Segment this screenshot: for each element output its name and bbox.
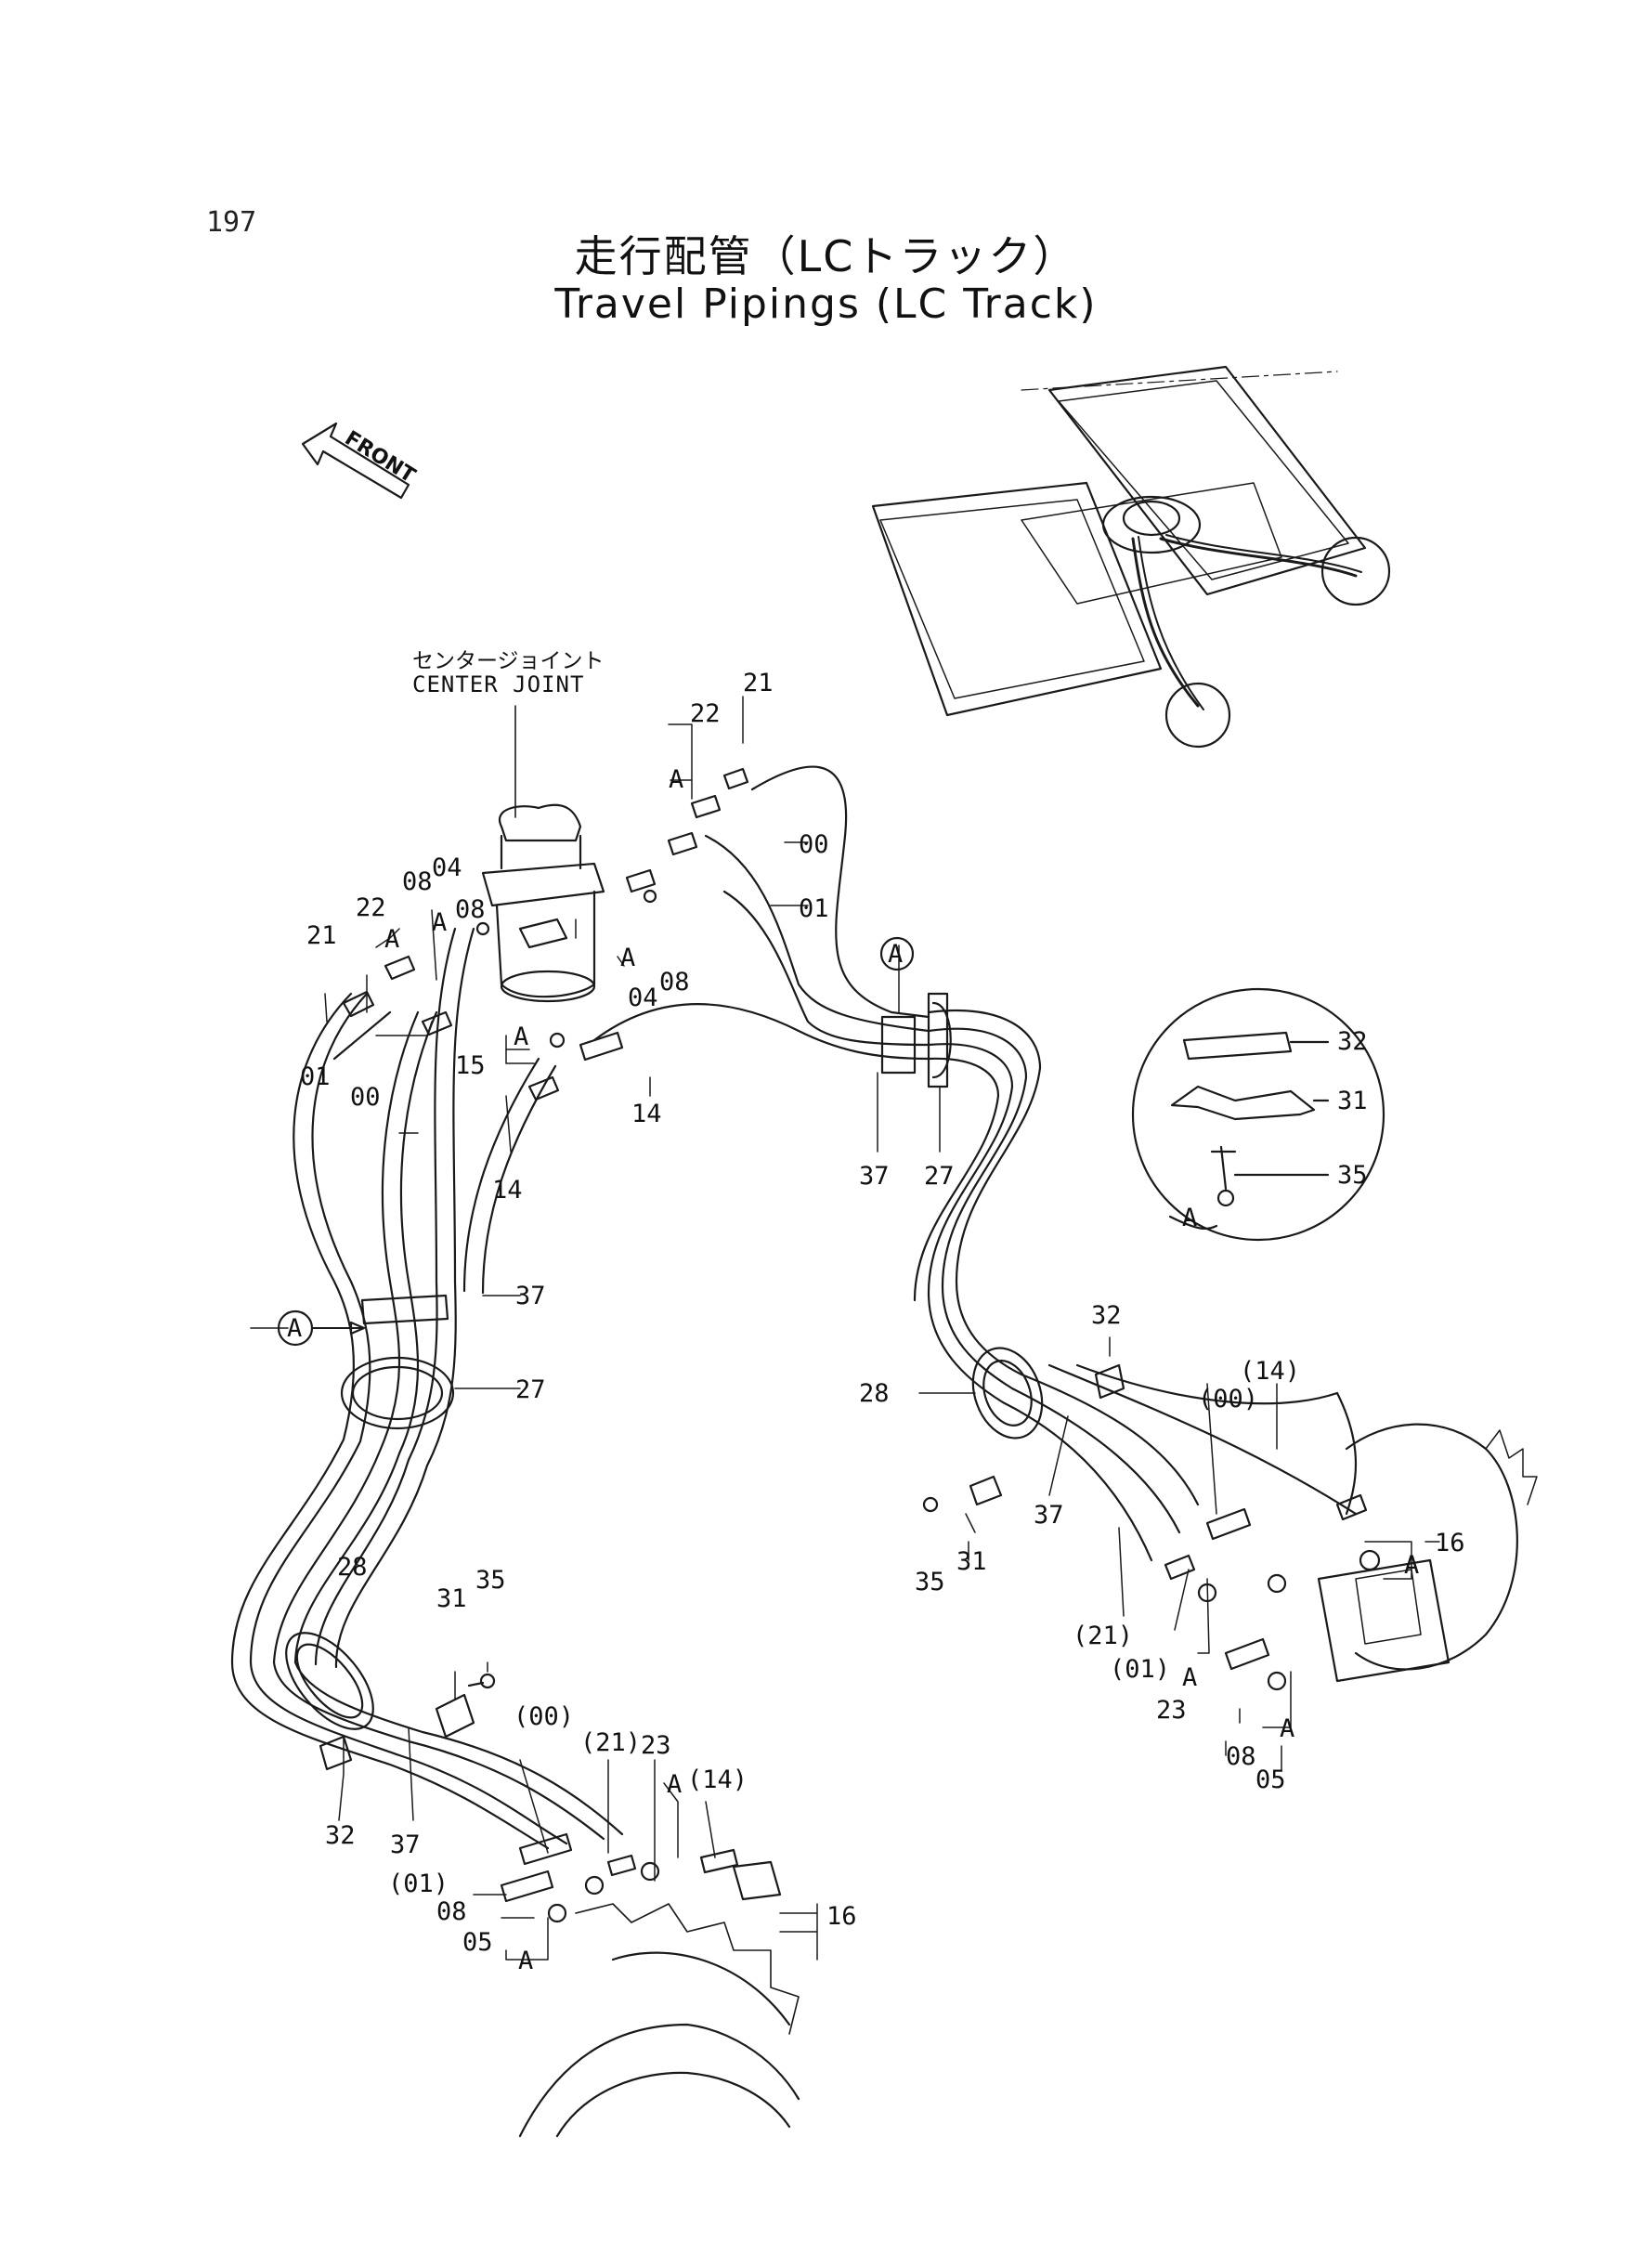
part-labels: 22 A 21 00 01 04 08 A 22 A 21 08 A 04 08… [287,669,1465,1975]
lower-left-grommet-28 [285,1632,374,1730]
part-label: (00) [1198,1385,1258,1414]
part-label: 32 [1337,1027,1368,1056]
part-label: A [518,1947,533,1975]
part-label: 32 [1091,1301,1122,1330]
left-grommet-27 [340,1356,455,1430]
part-label: 22 [690,699,721,728]
part-label: 08 [659,968,690,997]
part-label: A [514,1023,528,1051]
part-label: A [384,925,399,954]
part-label: 23 [1156,1696,1187,1725]
center-joint-label-japanese: センタージョイント [412,649,605,673]
left-hose-bundle [230,927,624,1850]
part-label: 01 [300,1062,331,1091]
page-title-japanese: 走行配管（LCトラック） [574,231,1078,281]
page-number: 197 [206,206,257,239]
lower-left-bolt-35 [467,1673,496,1689]
front-arrow-icon [301,422,410,500]
part-label: (14) [687,1765,748,1794]
part-label: 37 [1034,1501,1064,1530]
part-label: 35 [475,1566,506,1595]
part-label: (21) [1073,1622,1133,1650]
part-label: 05 [462,1928,493,1957]
part-label: A [1404,1551,1419,1580]
detail-a-view [1131,987,1385,1242]
part-label: 37 [859,1162,890,1191]
part-label: (01) [388,1870,449,1898]
part-label: 28 [859,1379,890,1408]
part-label: 04 [628,984,658,1012]
part-label: 08 [436,1897,467,1926]
detail-a-marker: A [1182,1204,1197,1232]
left-travel-motor [518,1860,800,2138]
part-label: (14) [1240,1357,1300,1386]
part-label: A [667,1770,682,1799]
part-label: 27 [924,1162,955,1191]
part-label: 31 [956,1547,987,1576]
part-label: 35 [1337,1161,1368,1190]
part-label: 37 [515,1282,546,1310]
part-label: A [620,944,635,972]
right-travel-motor [1317,1423,1538,1683]
part-label: (01) [1110,1655,1170,1684]
part-label: 37 [390,1831,421,1859]
part-label: (21) [580,1728,641,1757]
part-label: 14 [631,1100,662,1128]
part-label: 14 [492,1176,523,1205]
right-hose-bundle [592,765,1358,1562]
leader-lines [250,696,1440,1961]
part-label: 00 [799,830,829,859]
lower-left-plate-32 [319,1735,353,1771]
callout-a-left [277,1309,366,1347]
part-label: 16 [1435,1529,1465,1557]
left-clamp-37 [360,1294,449,1325]
part-label: 22 [356,893,386,922]
lower-left-fittings [500,1832,739,1923]
part-label: 08 [455,895,486,924]
part-label: 35 [915,1568,945,1596]
right-side-fittings [922,1363,1368,1691]
center-joint-label-english: CENTER JOINT [412,671,585,697]
part-label: (00) [514,1702,574,1731]
part-label: 01 [799,894,829,923]
part-label: A [669,765,683,794]
part-label: 21 [306,921,337,950]
lower-left-clamp-31 [435,1693,475,1739]
part-label: 31 [436,1584,467,1613]
part-label: 15 [455,1051,486,1080]
part-label: 08 [1226,1742,1256,1771]
part-label: A [1182,1663,1197,1692]
part-label: 05 [1255,1765,1286,1794]
part-label: 21 [743,669,774,697]
part-label: 32 [325,1821,356,1850]
right-grommet-27 [927,992,952,1088]
center-joint [481,705,605,1003]
front-arrow-label: FRONT [341,427,420,489]
part-label: 31 [1337,1087,1368,1115]
part-label: 00 [350,1083,381,1112]
right-grommet-28 [971,1347,1044,1440]
page-title-english: Travel Pipings (LC Track) [554,280,1098,328]
part-label: A [287,1314,302,1343]
part-label: 27 [515,1375,546,1404]
center-joint-fittings [342,767,749,1101]
part-label: 04 [432,853,462,882]
part-label: 23 [641,1731,671,1760]
part-label: 28 [337,1553,368,1582]
callout-a-upper-right [879,936,915,971]
part-label: 16 [826,1902,857,1931]
part-label: 08 [402,867,433,896]
track-frame-overview [871,365,1391,749]
right-clamp-37 [880,1015,917,1075]
part-label: A [888,940,903,969]
part-label: A [1280,1714,1294,1743]
part-label: A [432,908,447,937]
